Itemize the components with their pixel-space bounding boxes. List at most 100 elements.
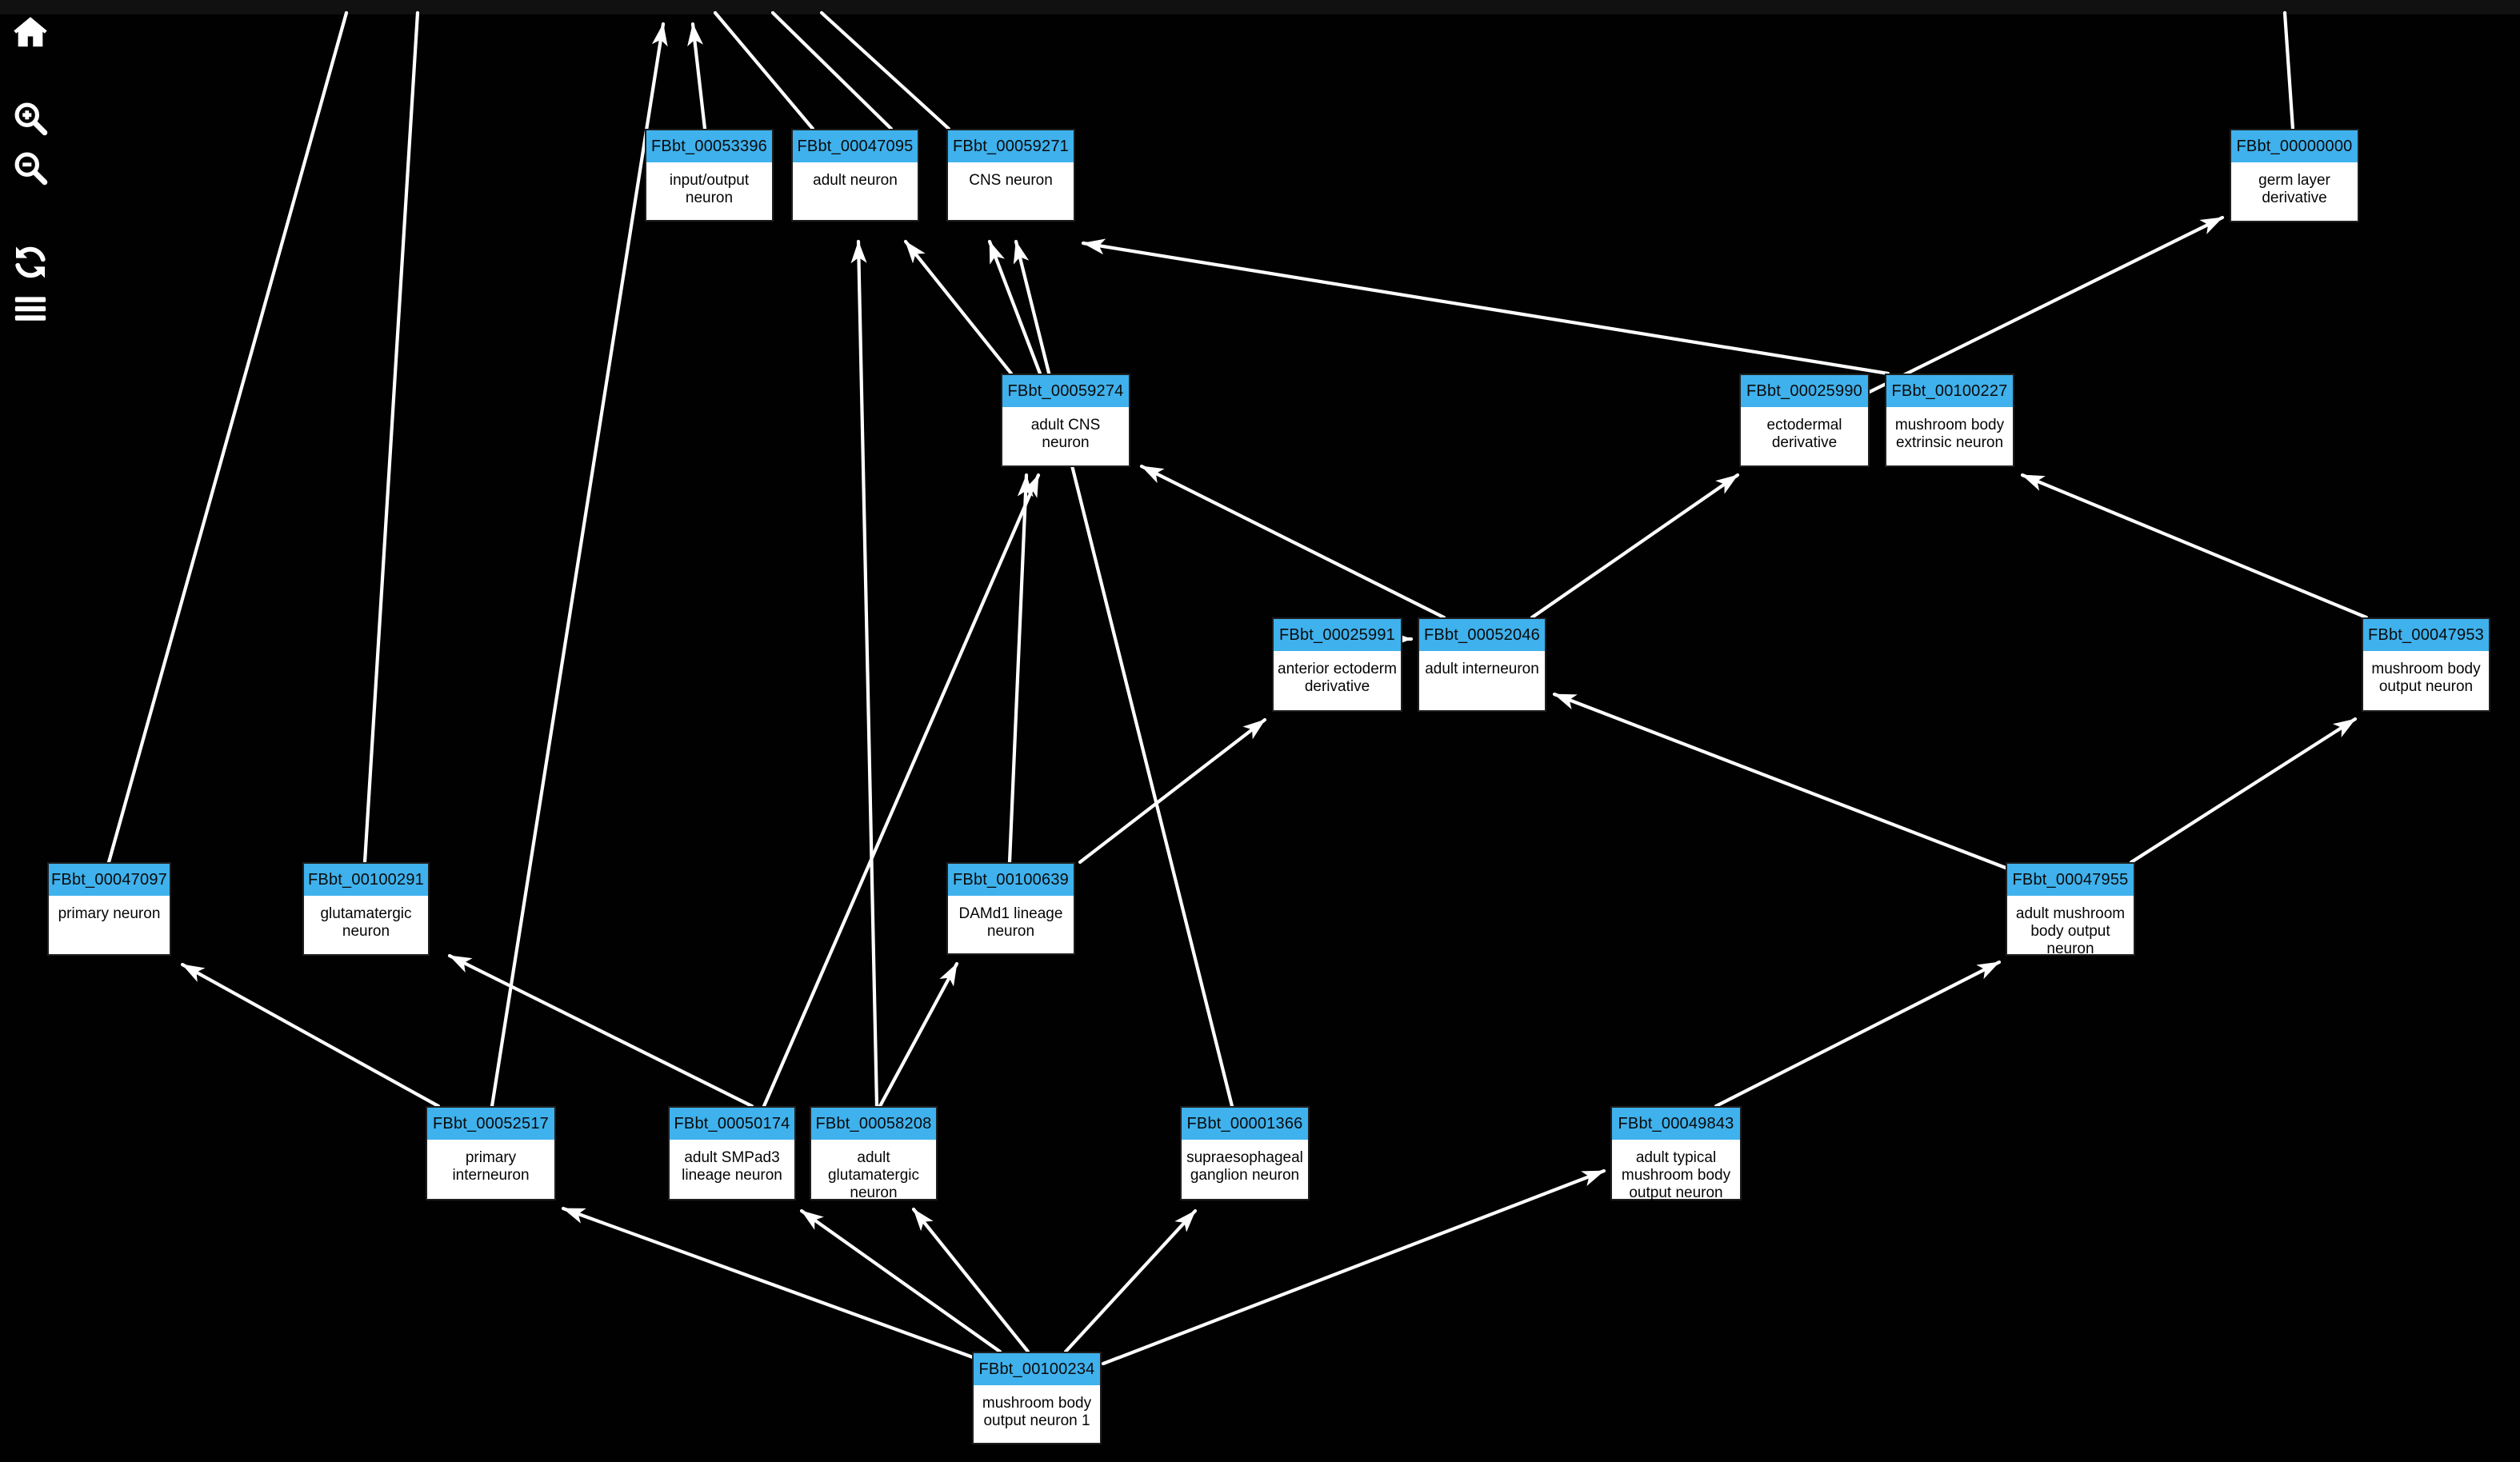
node-id: FBbt_00001366 xyxy=(1182,1108,1308,1140)
node-label: adult SMPad3 lineage neuron xyxy=(682,1149,782,1184)
graph-node[interactable]: FBbt_00025990 ectodermal derivative xyxy=(1739,373,1870,467)
graph-node[interactable]: FBbt_00047097 primary neuron xyxy=(47,862,171,956)
graph-edge xyxy=(1139,464,1446,620)
node-id: FBbt_00100234 xyxy=(974,1353,1100,1385)
graph-edge xyxy=(1063,1208,1198,1354)
graph-edge xyxy=(878,961,959,1108)
node-label: mushroom body extrinsic neuron xyxy=(1894,417,2005,451)
node-id: FBbt_00047955 xyxy=(2007,864,2134,896)
graph-edge xyxy=(2129,717,2358,865)
node-label: germ layer derivative xyxy=(2258,172,2330,206)
zoom-out-button[interactable] xyxy=(10,147,51,189)
node-id: FBbt_00100291 xyxy=(304,864,428,896)
menu-button[interactable] xyxy=(10,288,51,330)
graph-edge xyxy=(1530,473,1740,620)
graph-node[interactable]: FBbt_00059274 adult CNS neuron xyxy=(1001,373,1130,467)
graph-node[interactable]: FBbt_00100234 mushroom body output neuro… xyxy=(972,1352,1102,1444)
graph-edge xyxy=(1078,717,1267,865)
node-id: FBbt_00047953 xyxy=(2363,619,2489,651)
graph-edge xyxy=(561,1206,975,1360)
node-id: FBbt_00100227 xyxy=(1886,375,2013,407)
refresh-icon xyxy=(12,244,49,281)
node-label: DAMd1 lineage neuron xyxy=(958,905,1063,940)
top-strip xyxy=(0,0,2520,14)
graph-node[interactable]: FBbt_00100639 DAMd1 lineage neuron xyxy=(946,862,1075,955)
node-id: FBbt_00047097 xyxy=(49,864,170,896)
node-label: adult glutamatergic neuron xyxy=(827,1149,920,1201)
graph-node[interactable]: FBbt_00053396 input/output neuron xyxy=(645,129,774,222)
node-label: anterior ectoderm derivative xyxy=(1278,661,1397,695)
graph-edge xyxy=(687,22,707,131)
graph-edge xyxy=(1714,960,2002,1108)
home-icon xyxy=(12,14,49,50)
node-label: adult mushroom body output neuron xyxy=(2015,905,2126,957)
zoom-in-icon xyxy=(12,100,49,137)
node-id: FBbt_00025990 xyxy=(1741,375,1868,407)
graph-edge xyxy=(911,1207,1030,1354)
node-id: FBbt_00059274 xyxy=(1002,375,1129,407)
graph-node[interactable]: FBbt_00052046 adult interneuron xyxy=(1418,617,1546,712)
node-id: FBbt_00053396 xyxy=(646,130,772,162)
graph-edge xyxy=(362,10,420,865)
node-label: mushroom body output neuron 1 xyxy=(982,1395,1092,1429)
graph-edge xyxy=(106,10,349,865)
node-label: adult neuron xyxy=(813,172,898,189)
node-id: FBbt_00000000 xyxy=(2231,130,2358,162)
graph-edge xyxy=(1101,1168,1606,1366)
node-id: FBbt_00059271 xyxy=(948,130,1074,162)
graph-edge xyxy=(447,953,754,1108)
node-id: FBbt_00100639 xyxy=(948,864,1074,896)
node-label: adult CNS neuron xyxy=(1030,417,1101,451)
graph-edge xyxy=(2282,10,2295,131)
graph-edge xyxy=(1007,473,1034,865)
graph-edge xyxy=(850,239,879,1108)
graph-node[interactable]: FBbt_00100291 glutamatergic neuron xyxy=(302,862,430,956)
node-id: FBbt_00052517 xyxy=(427,1108,554,1140)
node-label: adult typical mushroom body output neuro… xyxy=(1621,1149,1731,1201)
graph-edge xyxy=(1552,692,2008,870)
graph-edge xyxy=(819,10,951,131)
node-id: FBbt_00050174 xyxy=(670,1108,794,1140)
graph-node[interactable]: FBbt_00025991 anterior ectoderm derivati… xyxy=(1272,617,1402,712)
refresh-button[interactable] xyxy=(10,242,51,283)
node-label: ectodermal derivative xyxy=(1766,417,1842,451)
graph-edge xyxy=(1867,215,2225,394)
zoom-in-button[interactable] xyxy=(10,98,51,139)
graph-node[interactable]: FBbt_00058208 adult glutamatergic neuron xyxy=(810,1106,938,1201)
node-label: CNS neuron xyxy=(969,172,1053,189)
graph-edge xyxy=(1013,239,1234,1108)
graph-node[interactable]: FBbt_00052517 primary interneuron xyxy=(426,1106,556,1200)
graph-edge xyxy=(490,22,668,1108)
graph-edge xyxy=(713,10,815,131)
node-label: supraesophageal ganglion neuron xyxy=(1186,1149,1303,1184)
graph-edge xyxy=(903,239,1014,376)
zoom-out-icon xyxy=(12,150,49,186)
node-label: adult interneuron xyxy=(1425,661,1539,677)
graph-edge xyxy=(180,962,441,1108)
graph-node[interactable]: FBbt_00047955 adult mushroom body output… xyxy=(2006,862,2135,957)
graph-node[interactable]: FBbt_00001366 supraesophageal ganglion n… xyxy=(1180,1106,1310,1200)
hamburger-menu-icon xyxy=(12,290,49,327)
graph-edge xyxy=(1081,238,1890,376)
graph-node[interactable]: FBbt_00000000 germ layer derivative xyxy=(2230,129,2359,222)
graph-node[interactable]: FBbt_00100227 mushroom body extrinsic ne… xyxy=(1885,373,2014,467)
graph-edge xyxy=(799,1208,1002,1354)
graph-edge xyxy=(770,10,894,131)
node-label: primary neuron xyxy=(58,905,161,922)
node-id: FBbt_00058208 xyxy=(811,1108,936,1140)
graph-node[interactable]: FBbt_00047095 adult neuron xyxy=(791,129,919,222)
home-button[interactable] xyxy=(10,11,51,53)
graph-node[interactable]: FBbt_00050174 adult SMPad3 lineage neuro… xyxy=(668,1106,796,1200)
graph-edge xyxy=(762,473,1041,1108)
graph-node[interactable]: FBbt_00047953 mushroom body output neuro… xyxy=(2362,617,2490,712)
graph-node[interactable]: FBbt_00059271 CNS neuron xyxy=(946,129,1075,222)
node-label: primary interneuron xyxy=(452,1149,530,1184)
node-label: glutamatergic neuron xyxy=(320,905,412,940)
toolbar xyxy=(10,11,67,330)
node-id: FBbt_00049843 xyxy=(1612,1108,1740,1140)
graph-node[interactable]: FBbt_00049843 adult typical mushroom bod… xyxy=(1610,1106,1742,1201)
graph-edge xyxy=(2020,473,2369,620)
graph-edge xyxy=(987,239,1042,376)
